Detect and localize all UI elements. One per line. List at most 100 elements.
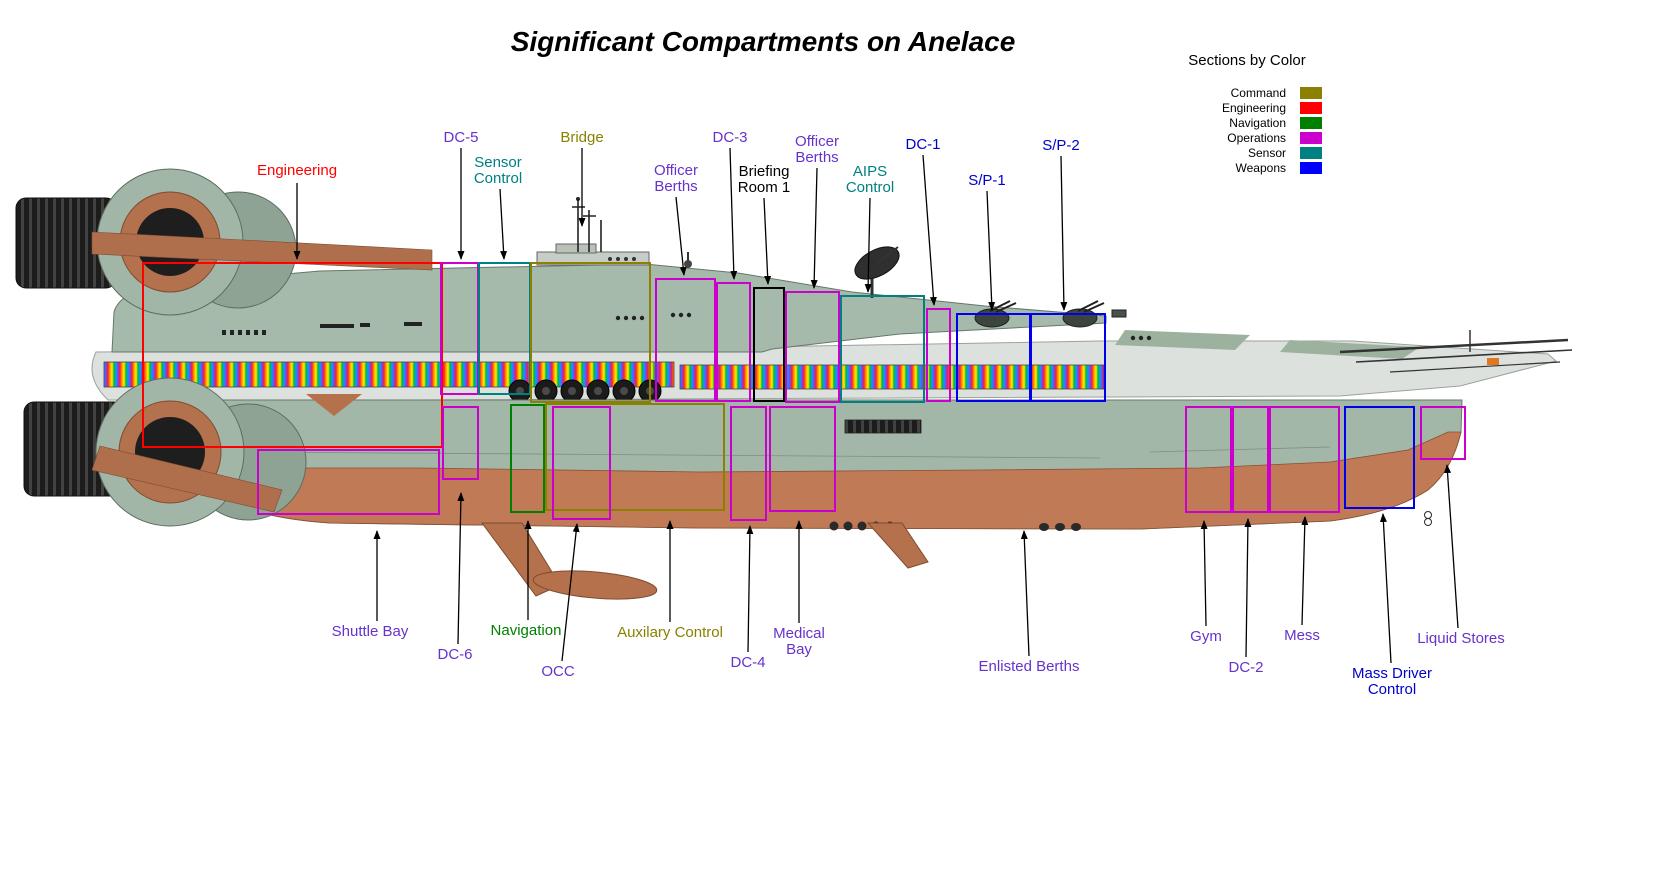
legend-swatch-navigation <box>1300 116 1322 129</box>
compartment-bridge <box>530 262 651 403</box>
foredeck-panel-b <box>1280 340 1420 359</box>
compartment-mess <box>1269 406 1340 513</box>
arrow-briefing-room <box>763 197 772 285</box>
legend-label-weapons: Weapons <box>1235 160 1286 175</box>
compartment-dc6 <box>442 406 479 480</box>
label-navigation: Navigation <box>490 622 562 639</box>
label-liquid-stores: Liquid Stores <box>1417 630 1505 647</box>
legend-label-command: Command <box>1230 85 1286 100</box>
label-aips-control: AIPS Control <box>845 163 895 196</box>
compartment-officer-berths-a <box>655 278 716 402</box>
compartment-officer-berths-b <box>785 291 840 403</box>
label-occ: OCC <box>541 663 575 680</box>
legend-row-engineering: Engineering <box>1172 100 1322 115</box>
compartment-mass-driver <box>1344 406 1415 509</box>
arrow-officer-berths-b <box>810 167 818 289</box>
arrow-aips-control <box>864 197 872 293</box>
label-sp1: S/P-1 <box>968 172 1006 189</box>
label-dc1: DC-1 <box>905 136 941 153</box>
arrow-dc3 <box>729 147 738 280</box>
arrow-dc6 <box>457 492 465 645</box>
arrow-sp2 <box>1060 155 1068 311</box>
arrow-enlisted-berths <box>1020 530 1030 657</box>
vent-grille <box>844 419 922 434</box>
label-shuttle-bay: Shuttle Bay <box>331 623 409 640</box>
arrow-mess <box>1301 516 1309 626</box>
upper-hull-windows <box>222 312 1152 341</box>
label-mass-driver: Mass Driver Control <box>1351 665 1433 698</box>
label-aux-control: Auxilary Control <box>617 624 723 641</box>
compartment-sp2 <box>1030 313 1106 402</box>
legend-label-operations: Operations <box>1227 130 1286 145</box>
compartment-aips-control <box>840 295 925 403</box>
label-officer-berths-a: Officer Berths <box>654 162 698 195</box>
legend-swatch-command <box>1300 86 1322 99</box>
arrow-gym <box>1200 520 1208 627</box>
compartment-shuttle-bay <box>257 449 440 515</box>
arrow-mass-driver <box>1379 513 1392 664</box>
legend: Sections by Color Command Engineering Na… <box>1172 52 1322 175</box>
deck-dome <box>684 252 692 268</box>
iridescent-strip-fore <box>679 364 1105 390</box>
legend-title: Sections by Color <box>1188 52 1306 69</box>
legend-swatch-operations <box>1300 131 1322 144</box>
engine-pylon-top <box>91 231 433 271</box>
landing-skid <box>532 570 658 600</box>
legend-row-command: Command <box>1172 85 1322 100</box>
arrow-sp1 <box>986 190 996 311</box>
label-medical-bay: Medical Bay <box>773 625 825 658</box>
foredeck-panel-a <box>1115 330 1250 350</box>
legend-row-operations: Operations <box>1172 130 1322 145</box>
bow-spars <box>1339 330 1573 373</box>
legend-label-sensor: Sensor <box>1247 145 1286 160</box>
arrow-sensor-control <box>499 188 508 260</box>
compartment-dc3 <box>716 282 751 402</box>
legend-row-weapons: Weapons <box>1172 160 1322 175</box>
engine-pylon-bottom <box>91 445 283 513</box>
compartment-dc4 <box>730 406 767 521</box>
label-sp2: S/P-2 <box>1042 137 1080 154</box>
label-arrows <box>293 147 1459 664</box>
label-gym: Gym <box>1190 628 1222 645</box>
legend-swatch-weapons <box>1300 161 1322 174</box>
label-bridge: Bridge <box>560 129 604 146</box>
arrow-dc1 <box>922 154 937 306</box>
legend-row-sensor: Sensor <box>1172 145 1322 160</box>
label-briefing-room: Briefing Room 1 <box>737 163 791 196</box>
ventral-fin-aft <box>866 522 929 569</box>
label-mess: Mess <box>1284 627 1320 644</box>
bridge-superstructure <box>536 197 650 266</box>
label-dc5: DC-5 <box>443 129 479 146</box>
hull-copper-wedge <box>306 394 362 416</box>
compartment-occ <box>552 406 611 520</box>
compartment-aux-control <box>545 403 725 511</box>
arrow-occ <box>561 523 580 662</box>
label-enlisted-berths: Enlisted Berths <box>978 658 1080 675</box>
label-officer-berths-b: Officer Berths <box>795 133 839 166</box>
compartment-outlines <box>142 262 1466 521</box>
arrow-liquid-stores <box>1444 464 1459 629</box>
legend-label-engineering: Engineering <box>1221 100 1286 115</box>
legend-label-navigation: Navigation <box>1229 115 1286 130</box>
arrow-officer-berths-a <box>675 196 687 276</box>
legend-swatch-sensor <box>1300 146 1322 159</box>
label-dc6: DC-6 <box>437 646 473 663</box>
label-dc3: DC-3 <box>712 129 748 146</box>
label-dc2: DC-2 <box>1228 659 1264 676</box>
legend-swatch-engineering <box>1300 101 1322 114</box>
compartment-dc1 <box>926 308 951 402</box>
compartment-navigation <box>510 404 545 513</box>
bow-light <box>1487 358 1499 365</box>
arrow-dc2 <box>1244 518 1252 658</box>
sensor-dish <box>854 246 900 298</box>
hull-wheels <box>508 379 662 403</box>
hull-seam-lines <box>249 446 1331 459</box>
page-title: Significant Compartments on Anelace <box>510 26 1016 57</box>
compartment-medical-bay <box>769 406 836 512</box>
label-engineering: Engineering <box>256 162 338 179</box>
arrow-dc4 <box>746 525 754 653</box>
label-dc4: DC-4 <box>730 654 766 671</box>
legend-row-navigation: Navigation <box>1172 115 1322 130</box>
